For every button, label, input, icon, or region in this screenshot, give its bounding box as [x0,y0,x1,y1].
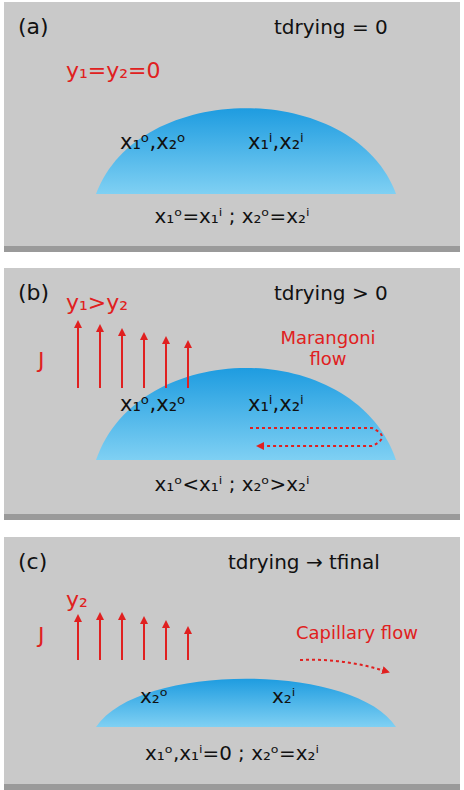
panel-label: Capillary flow [296,623,418,644]
panel-label: tdrying = 0 [274,16,388,39]
droplet: x₁ᵒ,x₂ᵒ x₁ⁱ,x₂ⁱ [96,342,396,460]
panel-label: y₁>y₂ [66,290,128,315]
panel-label: tdrying > 0 [274,282,388,305]
panel-label: J [38,623,45,648]
capillary-flow-path [300,660,388,672]
stage-panel: (c) tdrying → tfinal y₂ J Capillary flow x₁ᵒ,… [4,537,460,790]
panel-label: (a) [18,14,49,39]
stage-panel: (a) tdrying = 0 y₁=y₂=0 x₁ᵒ=x₁ⁱ ; x₂ᵒ=x₂ⁱ x₁… [4,2,460,252]
panel-label: (b) [18,280,49,305]
panel-label: tdrying → tfinal [228,551,380,574]
mole-fraction-label: x₁ⁱ,x₂ⁱ [248,392,304,416]
panel-label: y₁=y₂=0 [66,58,161,83]
panel-label: Marangoni flow [266,328,390,369]
droplet: x₁ᵒ,x₂ᵒ x₁ⁱ,x₂ⁱ [96,84,396,194]
mole-fraction-label: x₂ⁱ [272,685,295,708]
droplet: x₂ᵒ x₂ⁱ [96,665,396,727]
panel-label: (c) [18,549,47,574]
evaporation-flux-arrows [78,614,188,660]
mole-fraction-label: x₁ᵒ,x₂ᵒ [120,130,186,154]
panel-label: J [38,348,45,373]
panel-label: x₁ᵒ<x₁ⁱ ; x₂ᵒ>x₂ⁱ [4,474,460,497]
panel-label: x₁ᵒ,x₁ⁱ=0 ; x₂ᵒ=x₂ⁱ [4,743,460,766]
mole-fraction-label: x₁ⁱ,x₂ⁱ [248,130,304,154]
mole-fraction-label: x₂ᵒ [140,685,168,708]
marangoni-flow-path [250,428,382,446]
evaporation-flux-arrows [78,322,188,388]
panel-label: x₁ᵒ=x₁ⁱ ; x₂ᵒ=x₂ⁱ [4,206,460,229]
mole-fraction-label: x₁ᵒ,x₂ᵒ [120,392,186,416]
stage-panel: (b) tdrying > 0 y₁>y₂ J Marangoni flow x₁ᵒ<x₁… [4,268,460,520]
panel-label: y₂ [66,587,88,612]
